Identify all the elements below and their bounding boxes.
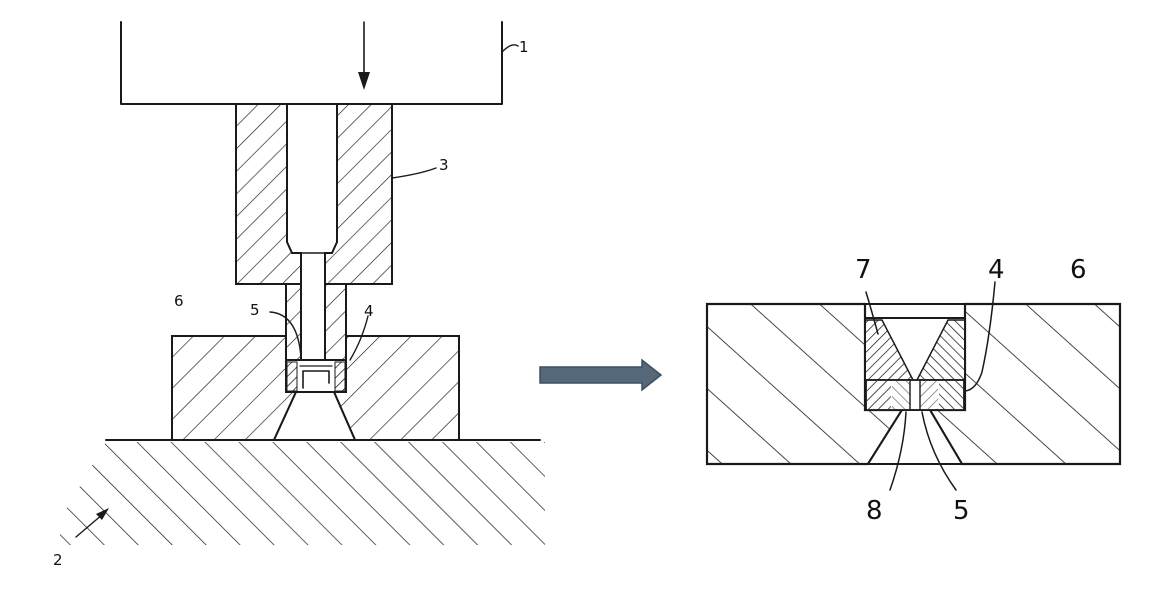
label-punch-3: 3 — [439, 156, 449, 174]
label-insert-4-enlarged: 4 — [988, 255, 1005, 285]
right-figure: 7 4 6 8 5 — [707, 255, 1120, 526]
arrow-right-icon — [540, 360, 661, 390]
label-press-1: 1 — [519, 38, 529, 56]
label-cavity-5-enlarged: 5 — [953, 496, 970, 526]
base — [60, 440, 545, 545]
label-insert-4: 4 — [364, 302, 374, 320]
punch — [236, 104, 392, 360]
insert-and-cavity — [286, 360, 346, 392]
label-bottom-8: 8 — [866, 496, 883, 526]
insert-enlarged — [866, 380, 964, 410]
press-block — [121, 22, 502, 104]
label-cavity-5: 5 — [250, 301, 260, 319]
label-die-6: 6 — [174, 292, 184, 310]
press-direction-arrow-icon — [358, 72, 370, 90]
label-die-6-enlarged: 6 — [1070, 255, 1087, 285]
label-base-2: 2 — [53, 551, 63, 569]
label-cap-7: 7 — [855, 255, 872, 285]
left-figure: 1 3 6 5 4 2 — [53, 22, 545, 569]
